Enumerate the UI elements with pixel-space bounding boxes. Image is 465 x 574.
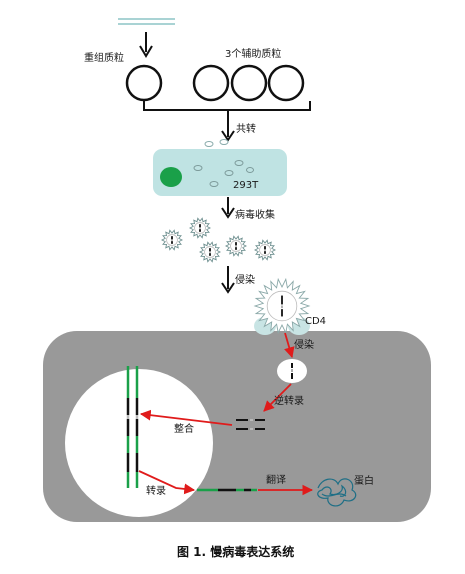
binding-virus-icon bbox=[253, 277, 311, 335]
virus-harvest-label: 病毒收集 bbox=[235, 208, 275, 221]
down-arrow-icon bbox=[221, 197, 235, 219]
cd4-label: CD4 bbox=[305, 316, 326, 327]
down-arrow-icon bbox=[221, 266, 235, 294]
helper-plasmids-label: 3个辅助质粒 bbox=[225, 47, 281, 60]
infection-inner-label: 侵染 bbox=[294, 338, 314, 351]
integration-label: 整合 bbox=[174, 422, 194, 435]
recombinant-plasmid-label: 重组质粒 bbox=[84, 51, 124, 64]
helper-plasmid-circle-1 bbox=[192, 64, 230, 102]
helper-plasmid-circle-2 bbox=[230, 64, 268, 102]
recombinant-plasmid-circle bbox=[125, 64, 163, 102]
plasmid-bracket bbox=[143, 101, 311, 111]
translation-label: 翻译 bbox=[266, 474, 286, 486]
figure-caption: 图 1. 慢病毒表达系统 bbox=[177, 544, 294, 559]
nucleus bbox=[65, 369, 213, 517]
viral-cdna-icon bbox=[236, 419, 265, 430]
large-virus-icon bbox=[253, 277, 311, 335]
transcription-arrow bbox=[138, 470, 196, 495]
protein-icon bbox=[317, 478, 357, 507]
transcription-label: 转录 bbox=[146, 484, 166, 497]
down-arrow-icon bbox=[221, 118, 235, 142]
virus-particles bbox=[160, 217, 277, 263]
virus-icon bbox=[160, 229, 184, 251]
virus-icon bbox=[224, 235, 248, 257]
cell-line-label: 293T bbox=[233, 180, 259, 191]
reverse-transcription-label: 逆转录 bbox=[274, 394, 304, 407]
virus-icon bbox=[198, 241, 222, 263]
integration-arrow bbox=[139, 409, 233, 426]
chromosome-icon bbox=[126, 366, 139, 488]
cotransfection-label: 共转 bbox=[236, 122, 256, 135]
virus-icon bbox=[253, 239, 277, 261]
infection-top-label: 侵染 bbox=[235, 273, 255, 286]
helper-plasmid-circle-3 bbox=[267, 64, 305, 102]
down-arrow-icon bbox=[139, 32, 153, 58]
infection-arrow bbox=[284, 332, 295, 359]
protein-label: 蛋白 bbox=[354, 474, 374, 487]
cell-vesicles bbox=[193, 160, 254, 187]
cell-nucleus-dot bbox=[160, 167, 182, 187]
cell-293t bbox=[153, 149, 287, 196]
reverse-transcription-arrow bbox=[263, 383, 292, 412]
virus-icon bbox=[188, 217, 212, 239]
plasmid-line-icon bbox=[118, 18, 175, 25]
